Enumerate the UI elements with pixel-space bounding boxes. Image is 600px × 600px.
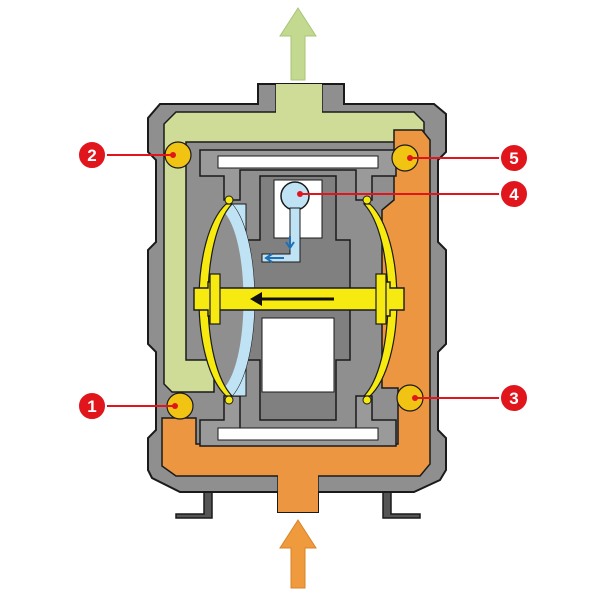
center-block-top-window [217, 155, 379, 169]
shaft-plate-right [375, 273, 387, 325]
right-diaphragm [362, 203, 398, 397]
callout-label-2: 2 [87, 146, 96, 165]
right-diaphragm-clamp-bottom [362, 395, 372, 405]
center-body-window-lower [261, 317, 335, 393]
left-air-chamber-inner [224, 204, 255, 396]
suction-flow-arrow [279, 519, 317, 589]
discharge-manifold [163, 83, 425, 393]
suction-inlet-neck [278, 470, 318, 512]
callout-label-5: 5 [509, 149, 518, 168]
callout-label-4: 4 [509, 185, 519, 204]
callout-badge-3: 3 [499, 383, 529, 413]
shaft-motion-arrow-head [250, 292, 262, 306]
left-diaphragm [198, 203, 234, 397]
shaft-plate-left [209, 273, 221, 325]
left-diaphragm-clamp-bottom [224, 395, 234, 405]
base-foot-left [175, 491, 213, 519]
center-block-bottom-window [217, 427, 379, 441]
air-flow-arrow-left [264, 253, 284, 263]
callout-label-1: 1 [87, 397, 96, 416]
callout-dot-4 [297, 191, 303, 197]
callout-dot-5 [407, 155, 413, 161]
callout-dot-1 [172, 403, 178, 409]
right-diaphragm-clamp-top [362, 195, 372, 205]
callout-label-3: 3 [509, 389, 518, 408]
air-valve-head [280, 181, 310, 211]
discharge-outlet-neck [276, 84, 322, 114]
left-diaphragm-clamp-top [224, 195, 234, 205]
discharge-flow-arrow [279, 7, 317, 81]
callout-dot-2 [170, 152, 176, 158]
callout-dot-3 [412, 395, 418, 401]
callout-badge-4: 4 [499, 179, 529, 209]
callout-badge-5: 5 [499, 143, 529, 173]
base-foot-right [382, 491, 421, 519]
callout-badge-2: 2 [77, 140, 107, 170]
air-flow-arrow-down [285, 236, 295, 250]
callout-badge-1: 1 [77, 391, 107, 421]
